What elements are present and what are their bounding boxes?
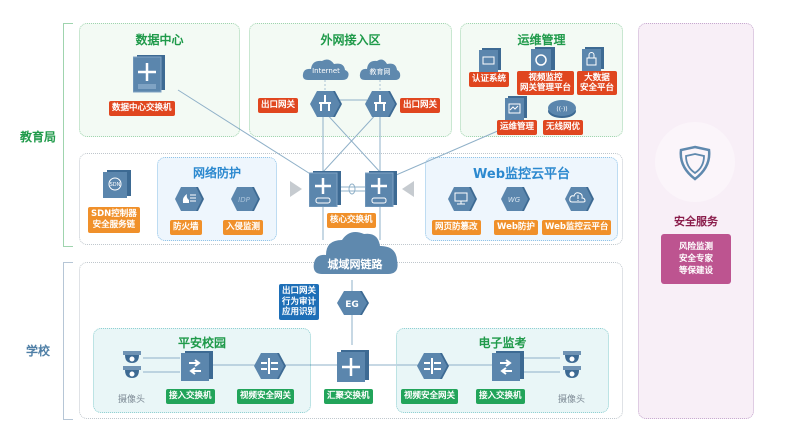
eg-label: 出口网关 行为审计 应用识别 xyxy=(279,284,320,320)
shield-badge xyxy=(655,122,735,202)
svg-text:EG: EG xyxy=(345,300,359,310)
sdn-controller-icon: SDN xyxy=(103,170,131,198)
ops-item-bigdata-line: 大数据 安全平台 xyxy=(580,73,615,93)
core-switch-left-icon xyxy=(309,171,341,207)
internet-cloud-label: Internet xyxy=(312,67,340,75)
aggregation-switch-label: 汇聚交换机 xyxy=(324,389,373,404)
core-switch-right-icon xyxy=(365,171,397,207)
school-label: 学校 xyxy=(26,344,51,358)
security-service-line1: 风险监测 xyxy=(678,242,713,252)
core-switch-label: 核心交换机 xyxy=(327,213,376,228)
wireless-ap-icon: ((·)) xyxy=(548,100,576,118)
external-access-title: 外网接入区 xyxy=(320,33,381,47)
gateway-right-icon xyxy=(365,91,397,117)
metro-link-cloud-icon xyxy=(313,232,398,274)
security-service-box: 风险监测 安全专家 等保建设 xyxy=(661,234,731,284)
data-center-title: 数据中心 xyxy=(135,33,184,47)
ops-item-video-label: 视频监控 网关管理平台 xyxy=(517,71,575,95)
security-service-line3: 等保建设 xyxy=(678,266,713,276)
sdn-label-line1: SDN控制器 xyxy=(91,209,137,219)
ops-item-auth-label: 认证系统 xyxy=(469,72,510,87)
eg-label-line2: 行为审计 xyxy=(282,296,317,307)
ops-item-maint-label: 运维管理 xyxy=(497,120,538,135)
ops-item-bigdata-label: 大数据 安全平台 xyxy=(577,71,618,95)
safe-campus-title: 平安校园 xyxy=(177,336,226,350)
external-access-zone: 外网接入区 xyxy=(249,23,452,137)
svg-text:((·)): ((·)) xyxy=(556,106,567,113)
shield-icon xyxy=(679,145,711,181)
gateway-left-label: 出口网关 xyxy=(258,98,299,113)
idp-label: 入侵监测 xyxy=(223,220,264,235)
campus-access-switch-icon xyxy=(181,351,213,381)
bureau-bracket xyxy=(63,23,73,247)
web-tamper-icon xyxy=(448,187,477,211)
school-bracket xyxy=(63,262,73,420)
edu-network-cloud-icon xyxy=(359,59,401,80)
firewall-label: 防火墙 xyxy=(170,220,202,235)
arrow-right-icon xyxy=(290,181,302,197)
metro-link-label: 城域网链路 xyxy=(327,258,383,271)
data-center-switch-label: 数据中心交换机 xyxy=(109,101,175,116)
eg-label-line1: 出口网关 xyxy=(282,286,317,296)
network-protection-title: 网络防护 xyxy=(192,166,241,180)
campus-video-gateway-label: 视频安全网关 xyxy=(237,389,295,404)
camera-left-bottom-icon xyxy=(123,366,141,378)
security-service-line2: 安全专家 xyxy=(678,254,713,264)
web-item-guard-label: Web防护 xyxy=(494,220,538,235)
web-item-tamper-label: 网页防篡改 xyxy=(432,220,481,235)
ops-item-wireless-label: 无线网优 xyxy=(543,120,584,135)
svg-text:WG: WG xyxy=(508,196,521,204)
web-item-cloud-label: Web监控云平台 xyxy=(542,220,612,235)
sdn-label-line2: 安全服务链 xyxy=(92,220,136,230)
lock-icon xyxy=(582,47,604,71)
data-center-switch-icon xyxy=(133,55,165,93)
ops-item-video-line: 视频监控 网关管理平台 xyxy=(520,73,572,93)
eg-label-line3: 应用识别 xyxy=(282,307,317,317)
camera-left-top-icon xyxy=(123,351,141,363)
edu-network-cloud-label: 教育网 xyxy=(369,68,391,76)
svg-text:IDP: IDP xyxy=(238,196,250,204)
exam-video-gateway-icon xyxy=(417,353,449,379)
camera-right-bottom-icon xyxy=(563,366,581,378)
camera-right-top-icon xyxy=(563,351,581,363)
campus-video-gateway-icon xyxy=(254,353,286,379)
id-card-icon xyxy=(479,48,501,72)
exam-access-switch-icon xyxy=(492,351,524,381)
aggregation-switch-icon xyxy=(337,350,369,382)
security-service-title: 安全服务 xyxy=(674,215,718,228)
internet-cloud-icon xyxy=(302,59,349,80)
camera-icon xyxy=(531,47,555,72)
camera-right-label: 摄像头 xyxy=(558,395,586,405)
exam-video-gateway-label: 视频安全网关 xyxy=(401,389,459,404)
camera-left-label: 摄像头 xyxy=(118,395,146,405)
gateway-right-label: 出口网关 xyxy=(400,98,441,113)
firewall-icon xyxy=(175,187,204,211)
exam-access-switch-label: 接入交换机 xyxy=(476,389,525,404)
gateway-left-icon xyxy=(310,91,342,117)
sdn-controller-label: SDN控制器 安全服务链 xyxy=(88,207,140,233)
eg-gateway-icon: EG xyxy=(337,291,369,315)
idp-icon: IDP xyxy=(231,187,260,211)
web-guard-icon: WG xyxy=(501,187,530,211)
e-exam-title: 电子监考 xyxy=(478,336,527,350)
web-cloud-title: Web监控云平台 xyxy=(473,167,570,182)
arrow-left-icon xyxy=(402,181,414,197)
security-service-zone xyxy=(638,23,754,419)
campus-access-switch-label: 接入交换机 xyxy=(166,389,215,404)
monitor-chart-icon xyxy=(505,96,527,120)
svg-text:SDN: SDN xyxy=(110,182,121,188)
ops-management-title: 运维管理 xyxy=(517,33,566,47)
bureau-label: 教育局 xyxy=(20,130,57,144)
cloud-alert-icon xyxy=(565,187,594,211)
